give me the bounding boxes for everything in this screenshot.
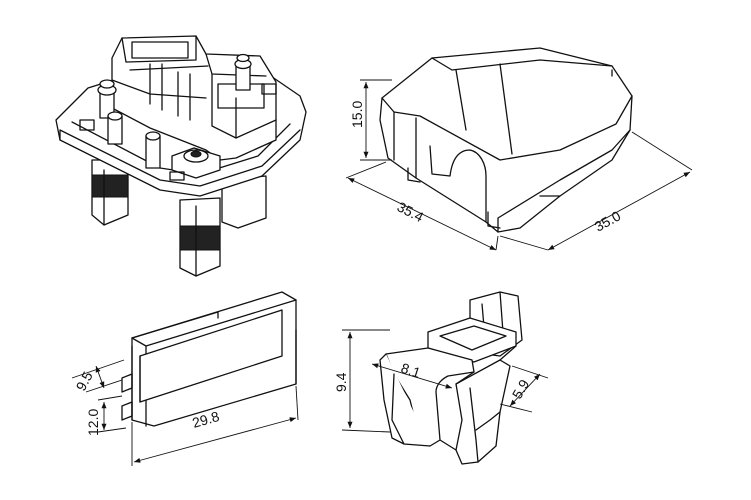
plug-pin-earth xyxy=(179,197,221,277)
cover-cap-drawing xyxy=(379,47,633,233)
dim-clip-depth-label: 5.9 xyxy=(509,376,533,401)
dim-cover-height: 15.0 xyxy=(349,79,392,161)
dim-clip-inner-width-label: 8.1 xyxy=(399,360,423,381)
plug-screw-right xyxy=(234,53,252,91)
plug-earth-terminal xyxy=(171,147,221,179)
spring-clip-drawing xyxy=(379,291,523,465)
dim-clip-height: 9.4 xyxy=(333,329,391,433)
dim-strip-length-label: 29.8 xyxy=(190,408,221,431)
plate-slot-right xyxy=(261,83,277,95)
dim-strip-height: 12.0 xyxy=(85,395,127,436)
plug-pin-left xyxy=(91,159,129,226)
plug-terminal-post xyxy=(107,111,161,169)
dim-strip-depth: 9.5 xyxy=(71,359,125,393)
plate-slot-left xyxy=(79,119,95,131)
dim-cover-height-label: 15.0 xyxy=(349,101,365,128)
dim-strip-height-label: 12.0 xyxy=(85,409,101,436)
strip-drawing xyxy=(121,291,297,427)
dim-clip-height-label: 9.4 xyxy=(333,372,349,392)
plug-body-drawing xyxy=(55,35,307,277)
plug-screw-left xyxy=(97,79,117,119)
dim-strip-length: 29.8 xyxy=(131,385,299,466)
plate-slot-front xyxy=(169,171,185,181)
dim-cover-length-label: 35.4 xyxy=(395,198,427,225)
dim-clip-inner-width: 8.1 xyxy=(371,360,453,389)
